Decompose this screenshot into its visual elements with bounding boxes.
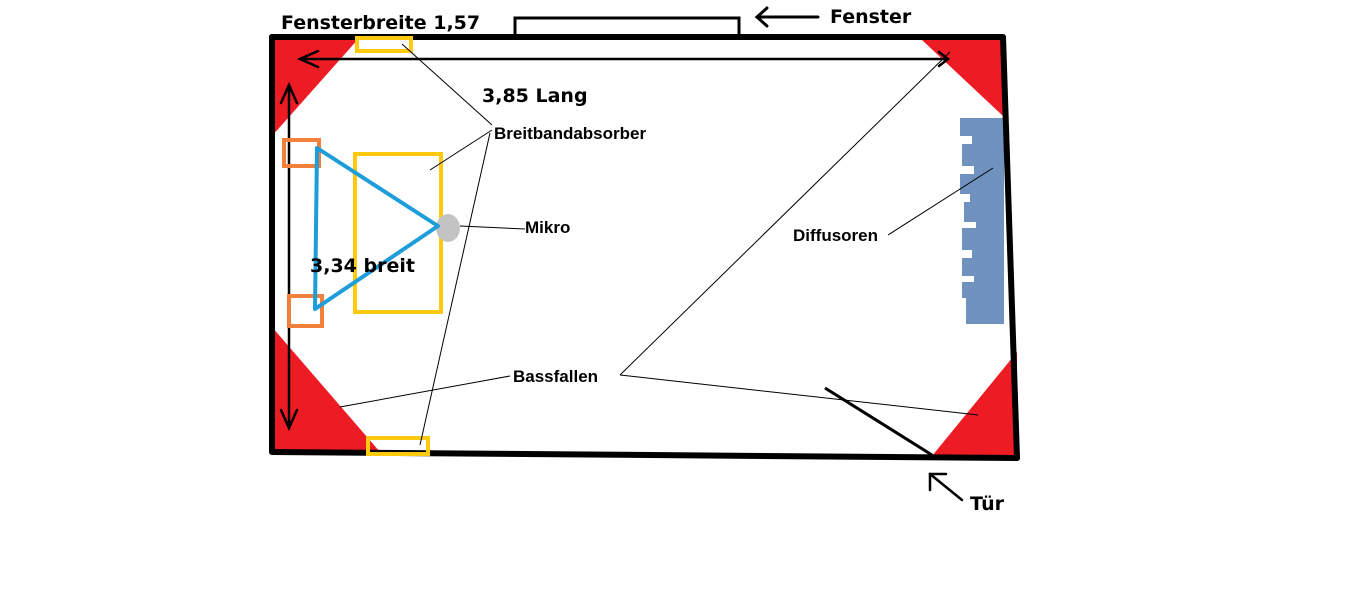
length-arrow (279, 81, 299, 432)
bass-trap-top-right (922, 40, 1003, 116)
absorber-top (355, 36, 413, 53)
leader-lines (339, 43, 994, 446)
microphone-label: Mikro (525, 218, 570, 237)
absorber-bottom (366, 436, 430, 456)
width-arrow (296, 49, 951, 69)
microphone (436, 214, 460, 242)
window-arrow (754, 6, 820, 28)
room-width-label: 3,34 breit (310, 255, 415, 277)
door (824, 386, 933, 457)
room-length-label: 3,85 Lang (482, 85, 588, 107)
bass-traps (272, 37, 1017, 456)
broadband-absorber-label: Breitbandabsorber (494, 124, 646, 143)
speaker-bottom (287, 294, 324, 328)
door-arrow (928, 472, 964, 502)
listening-triangle (313, 146, 440, 311)
room-walls (269, 34, 1020, 461)
window (513, 16, 741, 38)
window-label: Fenster (830, 6, 912, 28)
bass-trap-bottom-right (932, 352, 1017, 456)
diffusers (960, 118, 1004, 324)
bass-traps-label: Bassfallen (513, 367, 598, 386)
bass-trap-bottom-left (272, 327, 380, 452)
speaker-top (282, 138, 321, 168)
bass-trap-top-left (272, 37, 360, 136)
speakers (282, 138, 324, 328)
broadband-absorbers (353, 36, 443, 456)
diffusers-label: Diffusoren (793, 226, 878, 245)
window-width-label: Fensterbreite 1,57 (281, 12, 480, 34)
door-label: Tür (970, 493, 1005, 515)
